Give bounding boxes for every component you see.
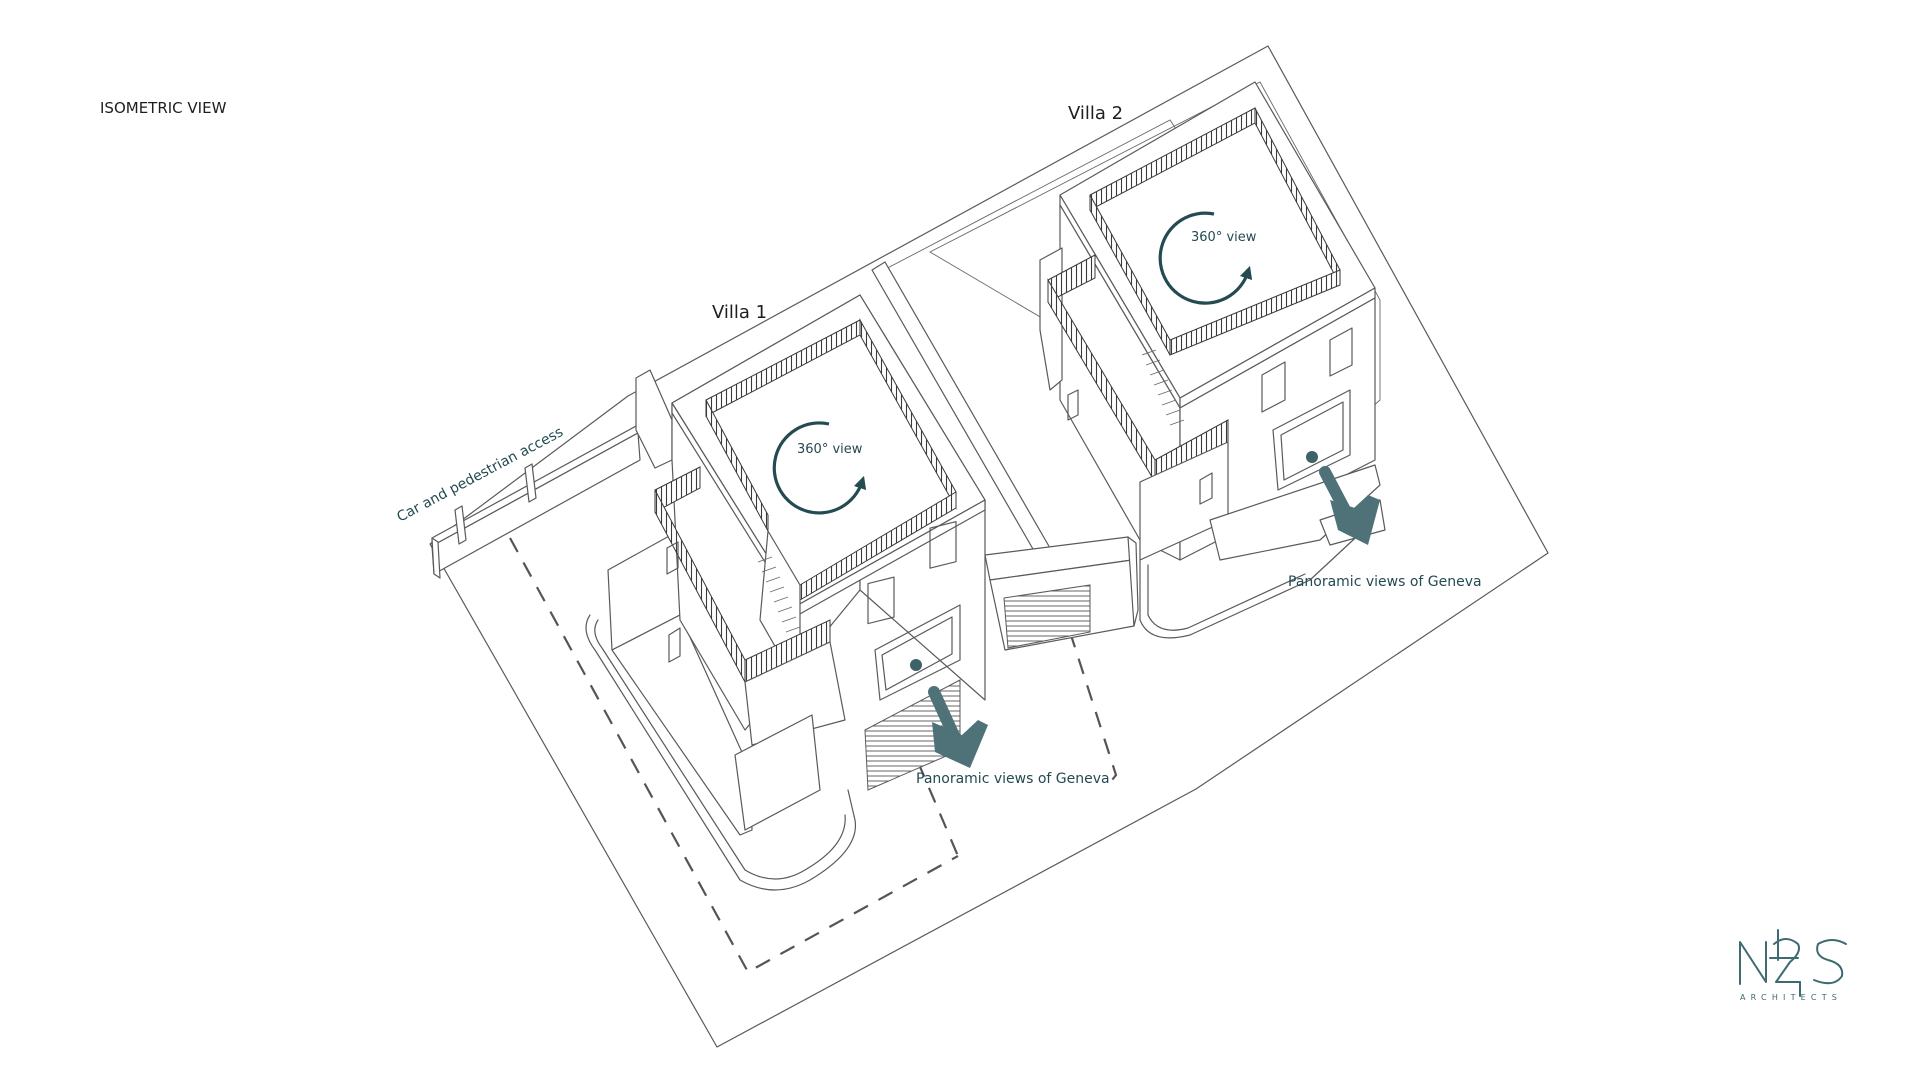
parking-outline xyxy=(509,537,1118,974)
plot-outline xyxy=(429,45,1549,1048)
rotation-icon-villa-2 xyxy=(1158,211,1253,305)
panorama-arrow-villa-2 xyxy=(1306,451,1380,545)
access-wall xyxy=(431,424,641,579)
villa-1 xyxy=(585,294,986,891)
villa-2 xyxy=(1039,81,1386,639)
villa-1-view-label: 360° view xyxy=(797,442,863,457)
logo-mark xyxy=(1739,929,1847,997)
villa-2-panorama-label: Panoramic views of Geneva xyxy=(1288,574,1482,590)
logo-subtitle: ARCHITECTS xyxy=(1740,993,1842,1002)
villa-1-name: Villa 1 xyxy=(712,302,767,323)
rotation-icon-villa-1 xyxy=(772,421,867,515)
garage-block xyxy=(871,261,1139,651)
view-title: ISOMETRIC VIEW xyxy=(100,99,227,117)
logo: ARCHITECTS xyxy=(1739,929,1847,1002)
villa-2-view-label: 360° view xyxy=(1191,230,1257,245)
villa-2-name: Villa 2 xyxy=(1068,103,1123,124)
villa-1-panorama-label: Panoramic views of Geneva xyxy=(916,771,1110,787)
panorama-arrow-villa-1 xyxy=(910,659,988,768)
